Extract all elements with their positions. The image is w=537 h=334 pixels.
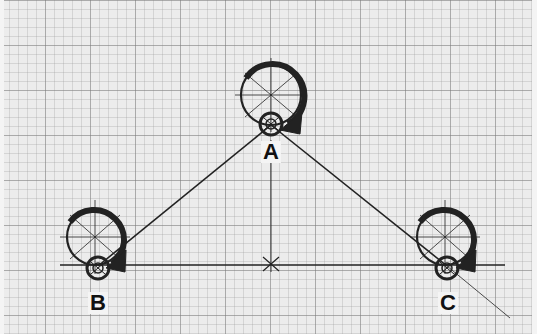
rotation-symbol — [410, 200, 480, 274]
grid — [4, 0, 532, 334]
pivot-joint — [87, 257, 109, 279]
vertex-label: B — [88, 292, 108, 314]
vertex-label: C — [438, 292, 458, 314]
paper — [4, 0, 532, 334]
rotation-symbol — [60, 200, 130, 274]
triangle — [60, 125, 510, 318]
pivot-joint — [260, 113, 282, 135]
vertex-label: A — [261, 141, 281, 163]
rotation-symbol — [235, 58, 307, 134]
pivot-joint — [436, 257, 458, 279]
